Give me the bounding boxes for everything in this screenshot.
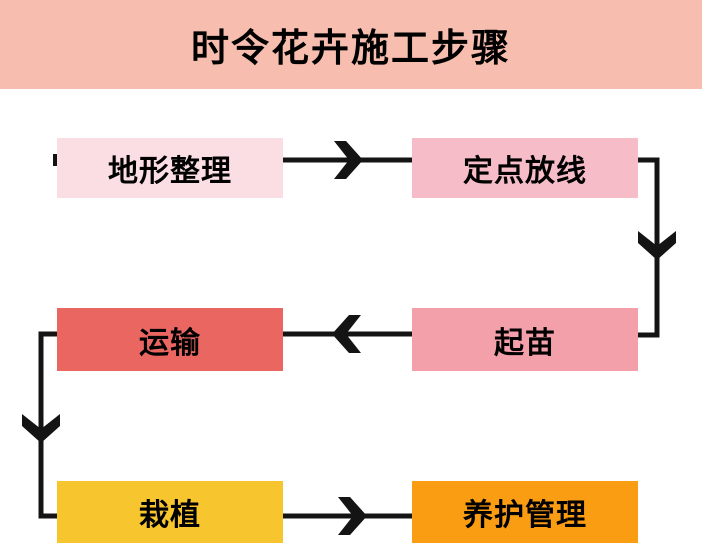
flow-node-planting: 栽植 — [57, 481, 283, 543]
flow-node-seedling-lifting: 起苗 — [412, 308, 638, 371]
header-banner: 时令花卉施工步骤 — [0, 0, 702, 89]
flow-node-label: 养护管理 — [463, 499, 587, 532]
flow-node-label: 起苗 — [494, 326, 556, 360]
flow-node-stakeout: 定点放线 — [412, 138, 638, 198]
flow-node-terrain-prep: 地形整理 — [57, 138, 283, 198]
flow-node-label: 地形整理 — [108, 155, 232, 188]
flow-node-label: 运输 — [139, 326, 201, 360]
flow-node-maintenance: 养护管理 — [412, 481, 638, 543]
stray-mark — [53, 154, 57, 166]
flow-node-label: 定点放线 — [463, 155, 587, 188]
connector-transport-to-planting — [38, 331, 57, 519]
page-title: 时令花卉施工步骤 — [190, 28, 511, 70]
flow-node-label: 栽植 — [139, 499, 201, 532]
flow-node-transport: 运输 — [57, 308, 283, 371]
